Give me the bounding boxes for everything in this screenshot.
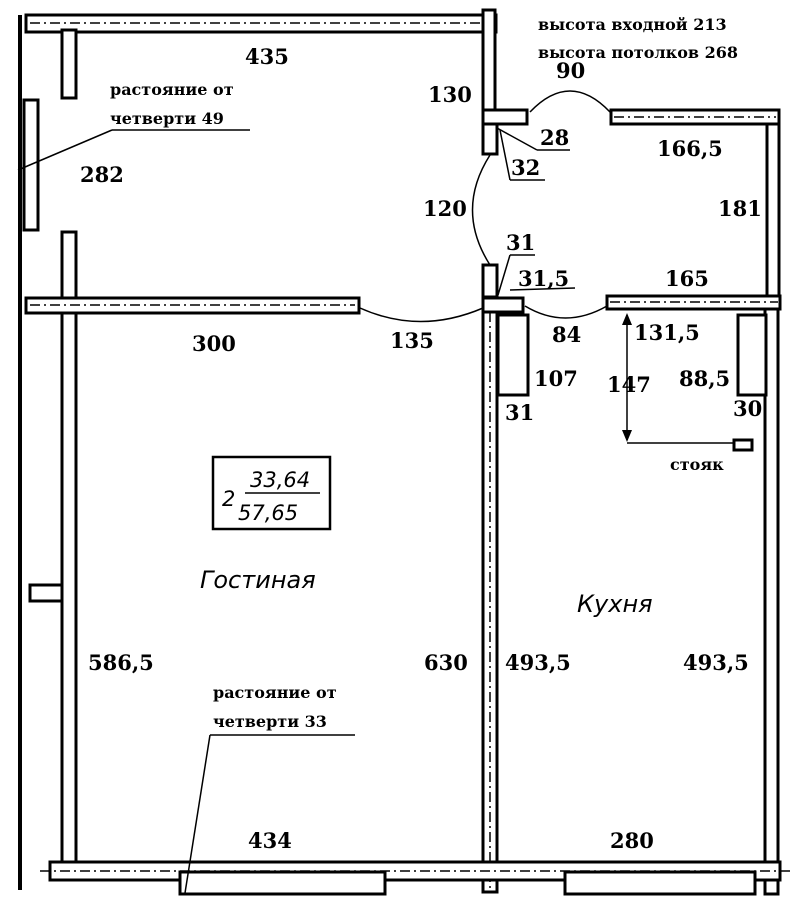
dim-434: 434 bbox=[248, 828, 292, 853]
dim-435: 435 bbox=[245, 44, 289, 69]
niche-left bbox=[496, 313, 530, 397]
dim-147: 147 bbox=[607, 372, 651, 397]
dim-493-5-left: 493,5 bbox=[505, 650, 571, 675]
area-box bbox=[211, 455, 332, 531]
dim-120: 120 bbox=[423, 196, 467, 221]
quarter-distance-note-2a: растояние от bbox=[213, 683, 337, 702]
dim-166-5: 166,5 bbox=[657, 136, 723, 161]
dim-30: 30 bbox=[733, 396, 762, 421]
dim-90: 90 bbox=[556, 58, 585, 83]
total-area: 57,65 bbox=[238, 501, 298, 525]
ceiling-height-note: высота потолков 268 bbox=[538, 43, 738, 62]
dim-630: 630 bbox=[424, 650, 468, 675]
dim-32: 32 bbox=[511, 155, 540, 180]
quarter-distance-note-1b: четверти 49 bbox=[110, 109, 224, 128]
room-label-living: Гостиная bbox=[200, 566, 316, 594]
dim-107: 107 bbox=[534, 366, 578, 391]
riser-label: стояк bbox=[670, 455, 724, 474]
riser-box bbox=[732, 438, 754, 452]
dim-300: 300 bbox=[192, 331, 236, 356]
quarter-distance-note-2b: четверти 33 bbox=[213, 712, 327, 731]
dim-130: 130 bbox=[428, 82, 472, 107]
room-label-kitchen: Кухня bbox=[577, 590, 653, 618]
dim-282: 282 bbox=[80, 162, 124, 187]
dim-28: 28 bbox=[540, 125, 569, 150]
dim-165: 165 bbox=[665, 266, 709, 291]
dim-493-5-right: 493,5 bbox=[683, 650, 749, 675]
dim-135: 135 bbox=[390, 328, 434, 353]
walls bbox=[18, 8, 790, 896]
dim-84: 84 bbox=[552, 322, 581, 347]
dim-31-bottom: 31 bbox=[505, 400, 534, 425]
window-living bbox=[178, 870, 387, 896]
dim-586-5: 586,5 bbox=[88, 650, 154, 675]
door-swings bbox=[359, 90, 611, 323]
dimensions: 435 282 130 90 28 32 166,5 120 181 31 31… bbox=[80, 44, 762, 853]
dim-88-5: 88,5 bbox=[679, 366, 730, 391]
apartment-number: 2 bbox=[222, 487, 235, 511]
dim-31-top: 31 bbox=[506, 230, 535, 255]
niche-right bbox=[736, 313, 768, 397]
entry-height-note: высота входной 213 bbox=[538, 15, 727, 34]
living-area: 33,64 bbox=[250, 468, 310, 492]
leader-lines bbox=[17, 127, 734, 894]
quarter-distance-note-1a: растояние от bbox=[110, 80, 234, 99]
window-kitchen bbox=[563, 870, 757, 896]
dim-181: 181 bbox=[718, 196, 762, 221]
dim-280: 280 bbox=[610, 828, 654, 853]
dim-131-5: 131,5 bbox=[634, 320, 700, 345]
dim-31-5: 31,5 bbox=[518, 266, 569, 291]
